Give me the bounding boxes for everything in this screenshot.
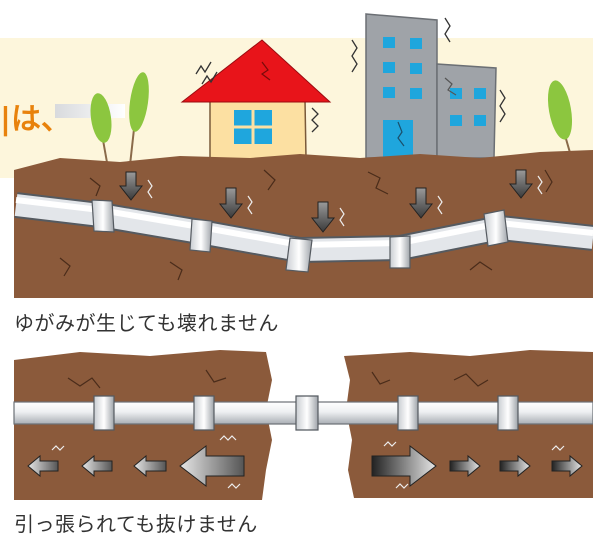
soil-cracks xyxy=(59,169,553,281)
caption-bending: ゆがみが生じても壊れません xyxy=(14,311,279,335)
soil-cracks xyxy=(67,369,489,389)
pipe-joint xyxy=(497,395,519,431)
pipe-joint xyxy=(483,209,509,247)
pipe-joint xyxy=(193,395,215,431)
banner-label: は、 xyxy=(10,102,71,137)
shake-mark-icon xyxy=(147,175,543,227)
pipe-straight xyxy=(13,395,593,431)
pipe-joint xyxy=(295,395,319,431)
tree-icon xyxy=(129,72,149,166)
caption-pulling: 引っ張られても抜けません xyxy=(14,512,258,536)
banner-text: |は、 xyxy=(0,94,71,138)
building-icon xyxy=(351,13,506,159)
shake-mark-icon xyxy=(51,435,565,489)
house-icon xyxy=(180,39,332,163)
pipe-joint xyxy=(189,218,213,253)
pipe-bent xyxy=(14,192,593,273)
pipe-joint xyxy=(91,199,115,233)
banner-prefix: | xyxy=(0,102,11,137)
down-arrow-icon xyxy=(118,169,534,233)
pipe-joint xyxy=(93,395,115,431)
right-arrow-icon xyxy=(371,444,583,488)
pipe-joint xyxy=(397,395,419,431)
soil-top xyxy=(14,150,593,298)
pipe-joint xyxy=(389,235,411,269)
soil-bottom-left xyxy=(14,350,272,500)
left-arrow-icon xyxy=(27,444,245,488)
pipe-joint xyxy=(285,237,313,273)
